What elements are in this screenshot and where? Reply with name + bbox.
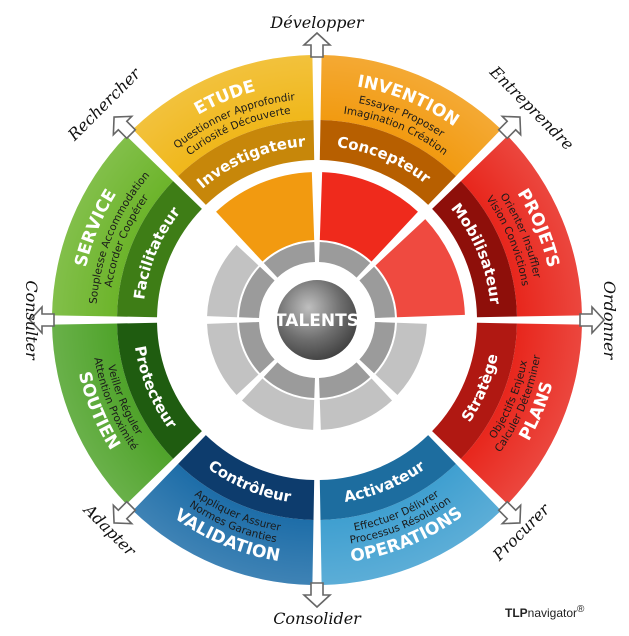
- outer-word-2: Ordonner: [600, 281, 619, 361]
- talent-inner-block-5: [239, 322, 275, 374]
- talent-block-4: [241, 378, 315, 430]
- arrow-6: [28, 304, 55, 336]
- arrow-shape-6: [28, 304, 55, 336]
- brand-logo: TLPnavigator®: [505, 604, 585, 620]
- outer-word-0: Développer: [269, 13, 365, 32]
- talent-block-3: [319, 378, 393, 430]
- arrow-shape-5: [112, 500, 137, 525]
- talent-inner-block-0: [319, 242, 371, 278]
- talent-block-7: [216, 172, 315, 262]
- talent-inner-block-6: [239, 266, 275, 318]
- arrow-shape-4: [301, 582, 333, 609]
- talent-blocks: [207, 172, 465, 430]
- center-hub-disc: [273, 276, 361, 364]
- center-label: TALENTS: [275, 311, 359, 331]
- arrow-7: [112, 115, 137, 140]
- arrow-3: [497, 500, 522, 525]
- talent-inner-block-4: [263, 362, 315, 398]
- arrow-0: [301, 31, 333, 58]
- talent-inner-block-3: [319, 362, 371, 398]
- arrow-shape-3: [497, 500, 522, 525]
- outer-word-6: Consulter: [22, 280, 41, 361]
- outer-word-4: Consolider: [273, 609, 362, 628]
- talent-block-0: [319, 172, 418, 262]
- talent-block-6: [207, 244, 259, 318]
- center-hub: TALENTS: [273, 276, 361, 364]
- arrow-shape-2: [579, 304, 606, 336]
- ring-layer: [48, 51, 586, 589]
- arrow-4: [301, 582, 333, 609]
- arrow-1: [497, 115, 522, 140]
- talent-inner-block-2: [359, 322, 395, 374]
- talent-inner-block-7: [263, 242, 315, 278]
- talent-block-2: [375, 322, 427, 396]
- talent-block-5: [207, 322, 259, 396]
- talent-block-1: [375, 219, 465, 318]
- arrow-shape-7: [112, 115, 137, 140]
- arrow-shape-0: [301, 31, 333, 58]
- arrow-5: [112, 500, 137, 525]
- arrow-shape-1: [497, 115, 522, 140]
- talent-inner-block-1: [359, 266, 395, 318]
- arrow-2: [579, 304, 606, 336]
